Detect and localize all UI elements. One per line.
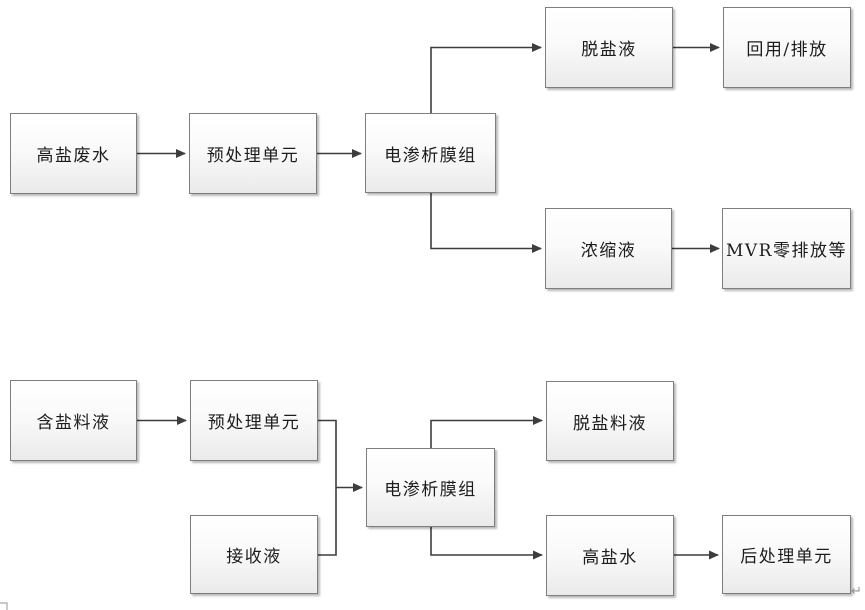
node-salt-feed-liquid: 含盐料液 bbox=[10, 380, 137, 461]
edge-ed-stack-to-desalted-liquid bbox=[430, 43, 542, 113]
node-high-salt-wastewater: 高盐废水 bbox=[10, 113, 137, 194]
node-receiving-liquid: 接收液 bbox=[190, 515, 318, 594]
edge-receiving-liquid-merge bbox=[318, 487, 337, 556]
node-mvr-zero-discharge: MVR零排放等 bbox=[722, 208, 851, 289]
node-post-treatment-unit: 后处理单元 bbox=[722, 515, 851, 594]
node-concentrated-liquid: 浓缩液 bbox=[545, 208, 672, 289]
node-high-salt-water: 高盐水 bbox=[546, 515, 674, 596]
paragraph-return-mark: ↵ bbox=[851, 584, 862, 599]
node-desalted-feed-liquid: 脱盐料液 bbox=[546, 381, 674, 461]
node-reuse-discharge: 回用/排放 bbox=[723, 7, 851, 88]
node-electrodialysis-stack-top: 电渗析膜组 bbox=[365, 113, 496, 193]
node-pretreatment-unit-top: 预处理单元 bbox=[189, 113, 317, 194]
edge-ed-stack-to-concentrate bbox=[430, 193, 542, 253]
edge-pretreatment-to-ed-stack-2 bbox=[318, 419, 363, 492]
canvas-corner-mark bbox=[0, 602, 8, 610]
node-pretreatment-unit-bottom: 预处理单元 bbox=[190, 380, 318, 461]
node-desalted-liquid: 脱盐液 bbox=[545, 7, 673, 88]
edge-ed-stack-to-desalted-feed bbox=[430, 416, 543, 448]
edge-ed-stack-to-high-salt-water bbox=[430, 527, 543, 560]
node-electrodialysis-stack-bottom: 电渗析膜组 bbox=[366, 448, 495, 527]
